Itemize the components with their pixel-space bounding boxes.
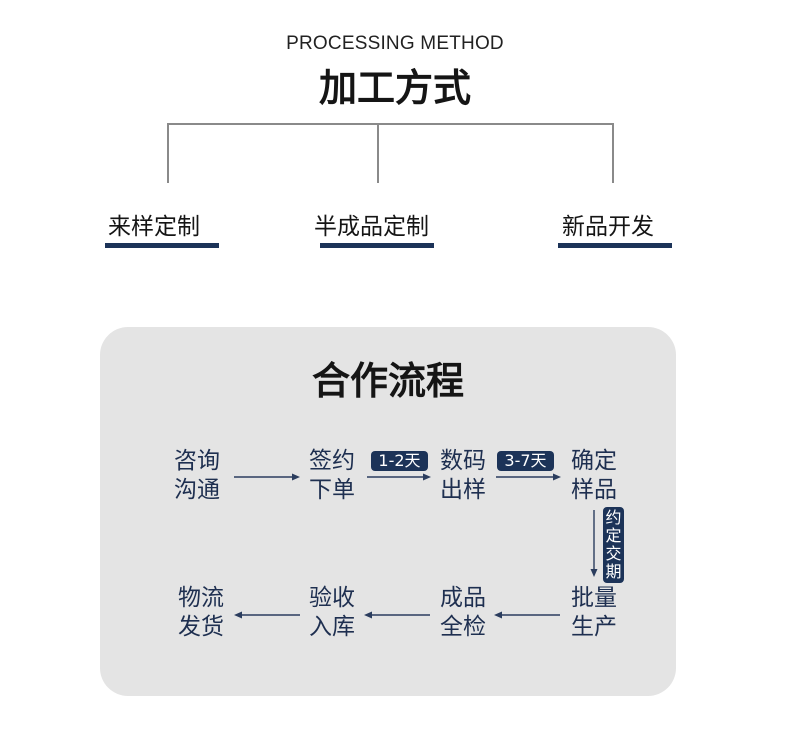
badge-delivery-date: 约 定 交 期 (603, 507, 624, 583)
step-consult-line2: 沟通 (174, 477, 220, 503)
step-logistics-shipping-line1: 物流 (178, 585, 224, 611)
method-semi-finished-custom-underline (320, 243, 434, 248)
badge-sample-time: 1-2天 (371, 451, 428, 471)
step-confirm-sample-line2: 样品 (571, 477, 617, 503)
step-mass-production-line1: 批量 (571, 585, 617, 611)
step-confirm-sample-line1: 确定 (571, 448, 617, 474)
step-sign-order-line2: 下单 (309, 477, 355, 503)
step-logistics-shipping-line2: 发货 (178, 614, 224, 640)
step-confirm-sample: 确定 样品 (564, 447, 624, 505)
step-accept-storage-line2: 入库 (309, 614, 355, 640)
page-title: 加工方式 (318, 66, 471, 110)
step-mass-production: 批量 生产 (564, 584, 624, 642)
method-semi-finished-custom: 半成品定制 (314, 214, 429, 240)
subtitle-english: PROCESSING METHOD (286, 33, 504, 54)
step-full-inspection-line1: 成品 (440, 585, 486, 611)
badge-delivery-char-1: 约 (605, 508, 622, 527)
process-panel (100, 327, 676, 696)
badge-delivery-char-3: 交 (605, 544, 622, 563)
step-digital-sample-line1: 数码 (440, 448, 486, 474)
step-full-inspection-line2: 全检 (440, 614, 486, 640)
tree-branch-center (377, 123, 379, 183)
step-sign-order: 签约 下单 (302, 447, 362, 505)
step-consult: 咨询 沟通 (167, 447, 227, 505)
step-mass-production-line2: 生产 (571, 614, 617, 640)
step-digital-sample: 数码 出样 (433, 447, 493, 505)
method-sample-custom: 来样定制 (108, 214, 200, 240)
step-logistics-shipping: 物流 发货 (171, 584, 231, 642)
tree-horizontal-line (167, 123, 614, 125)
step-accept-storage: 验收 入库 (302, 584, 362, 642)
tree-branch-left (167, 123, 169, 183)
step-full-inspection: 成品 全检 (433, 584, 493, 642)
badge-confirm-time: 3-7天 (497, 451, 554, 471)
badge-delivery-char-2: 定 (605, 526, 622, 545)
badge-delivery-char-4: 期 (605, 562, 622, 581)
step-accept-storage-line1: 验收 (309, 585, 355, 611)
step-consult-line1: 咨询 (174, 448, 220, 474)
method-sample-custom-underline (105, 243, 219, 248)
step-digital-sample-line2: 出样 (440, 477, 486, 503)
process-title: 合作流程 (311, 359, 464, 403)
method-new-product-dev: 新品开发 (562, 214, 654, 240)
step-sign-order-line1: 签约 (309, 448, 355, 474)
method-new-product-dev-underline (558, 243, 672, 248)
tree-branch-right (612, 123, 614, 183)
